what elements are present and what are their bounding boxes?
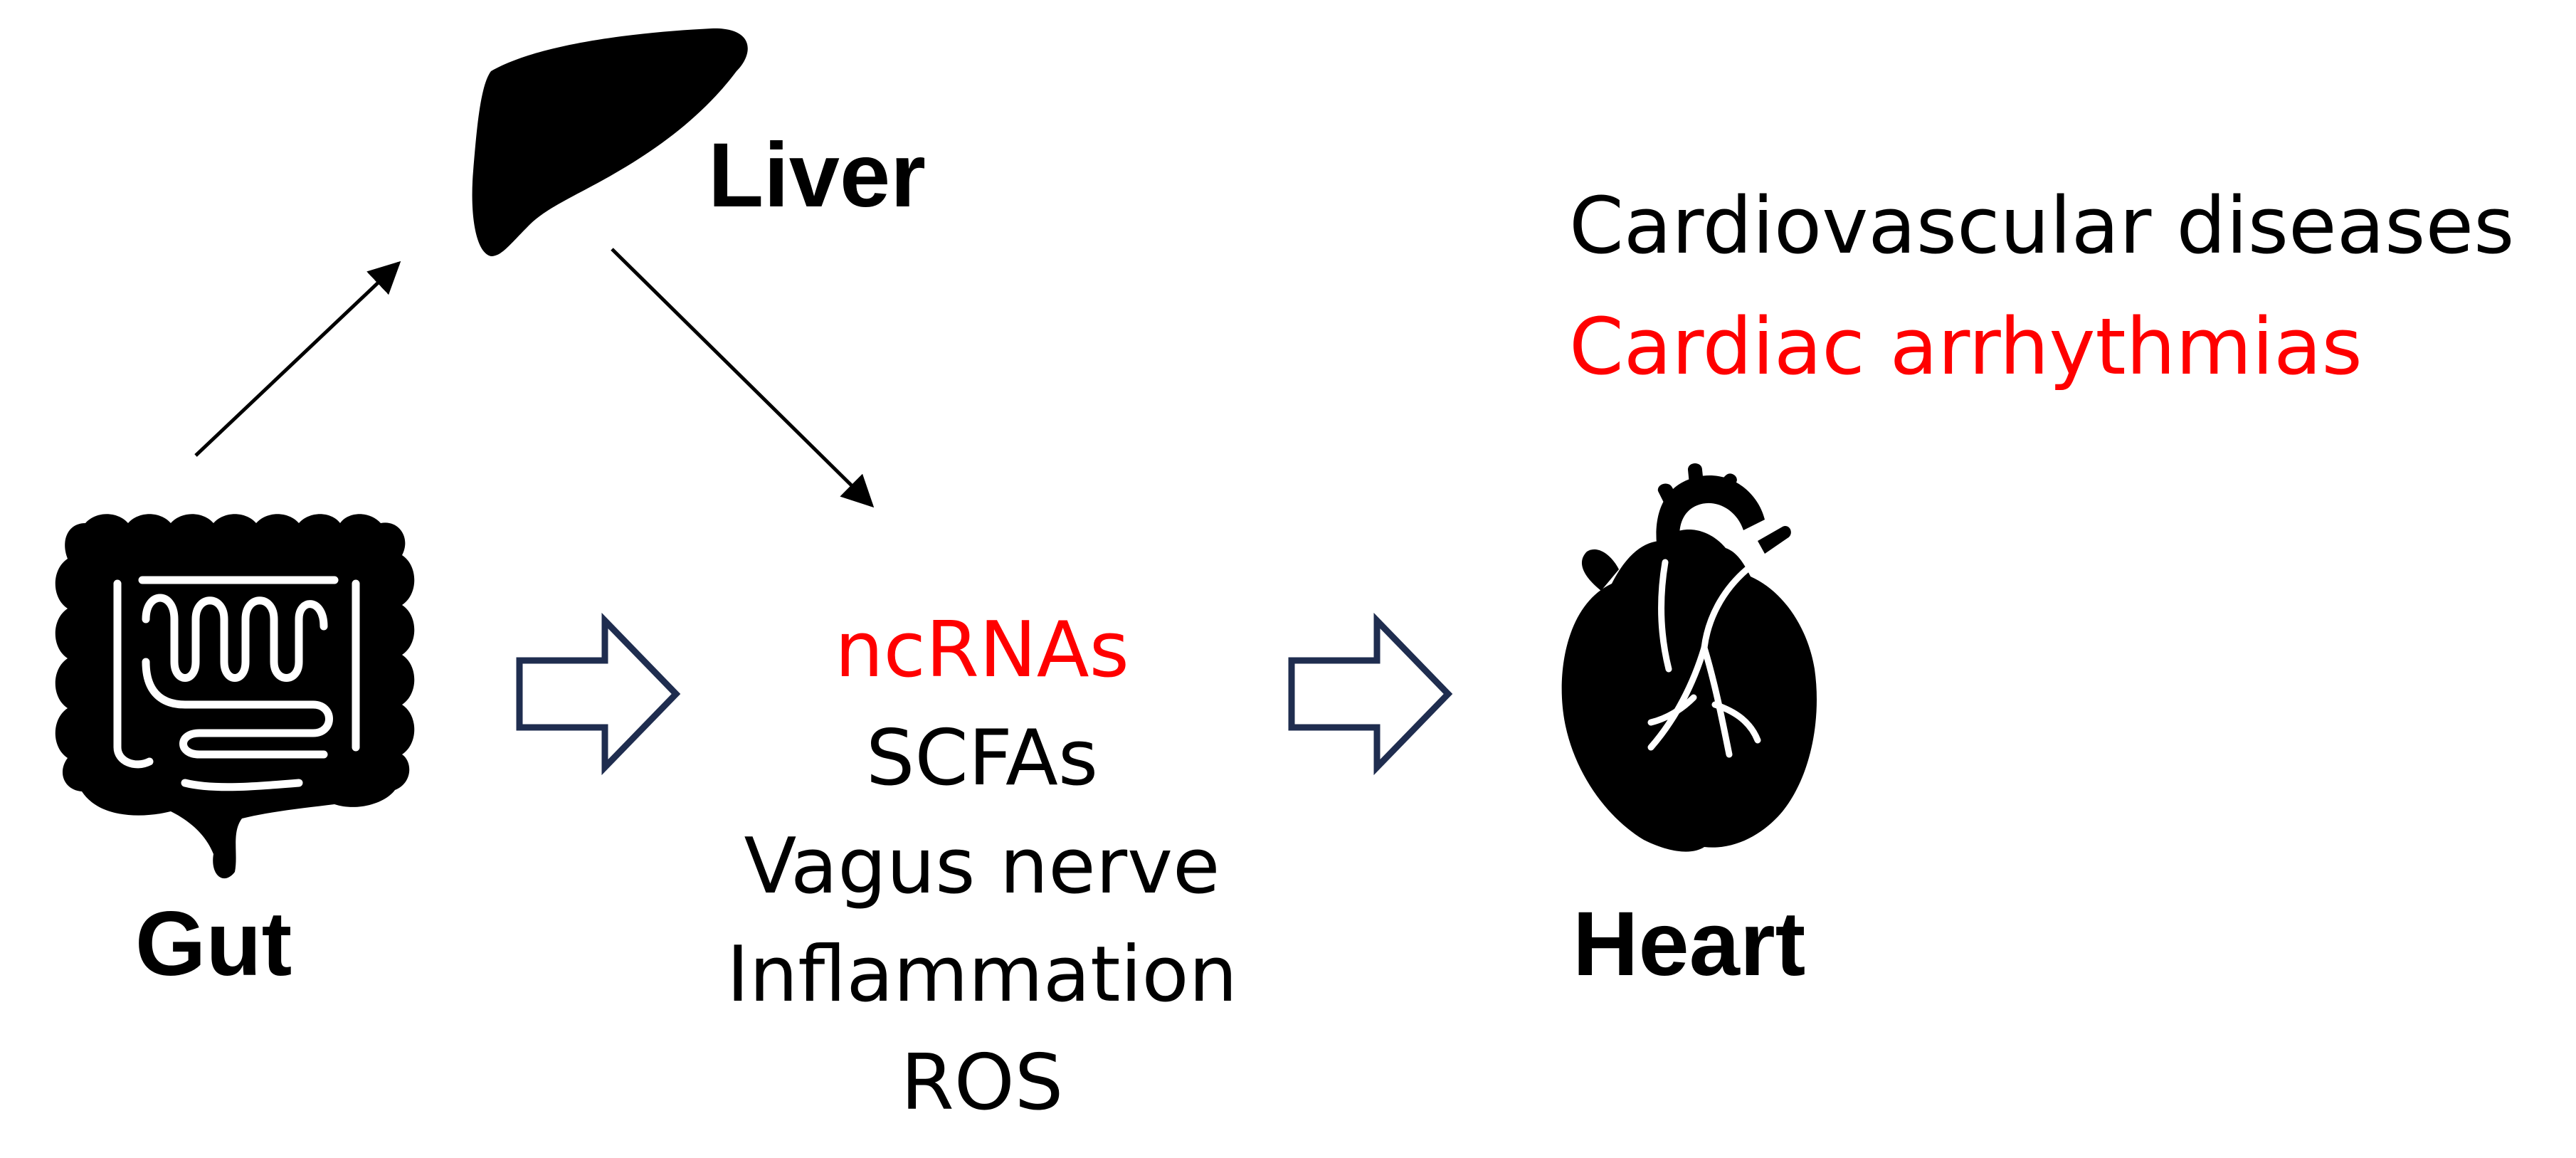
outcome-cardiac-arrhythmias: Cardiac arrhythmias xyxy=(1569,301,2363,392)
mediator-ncrnas: ncRNAs xyxy=(835,606,1129,695)
outcomes-list: Cardiovascular diseases Cardiac arrhythm… xyxy=(1569,180,2514,392)
heart-label: Heart xyxy=(1573,893,1805,995)
mediators-list: ncRNAs SCFAs Vagus nerve Inflammation RO… xyxy=(727,606,1237,1127)
heart-icon xyxy=(1561,463,1817,852)
mediator-ros: ROS xyxy=(901,1038,1064,1127)
mediator-scfas: SCFAs xyxy=(866,714,1098,803)
mediator-vagus-nerve: Vagus nerve xyxy=(744,822,1220,911)
intestine-icon xyxy=(55,514,415,879)
block-arrow-mediators-to-heart xyxy=(1288,612,1453,776)
mediator-inflammation: Inflammation xyxy=(727,930,1237,1019)
arrow-gut-to-liver xyxy=(194,260,401,457)
gut-label: Gut xyxy=(135,893,292,995)
arrow-liver-to-mediators xyxy=(611,248,875,508)
liver-label: Liver xyxy=(708,125,926,226)
block-arrow-gut-to-mediators xyxy=(516,612,681,776)
outcome-cardiovascular-diseases: Cardiovascular diseases xyxy=(1569,180,2514,271)
liver-icon xyxy=(472,28,748,257)
